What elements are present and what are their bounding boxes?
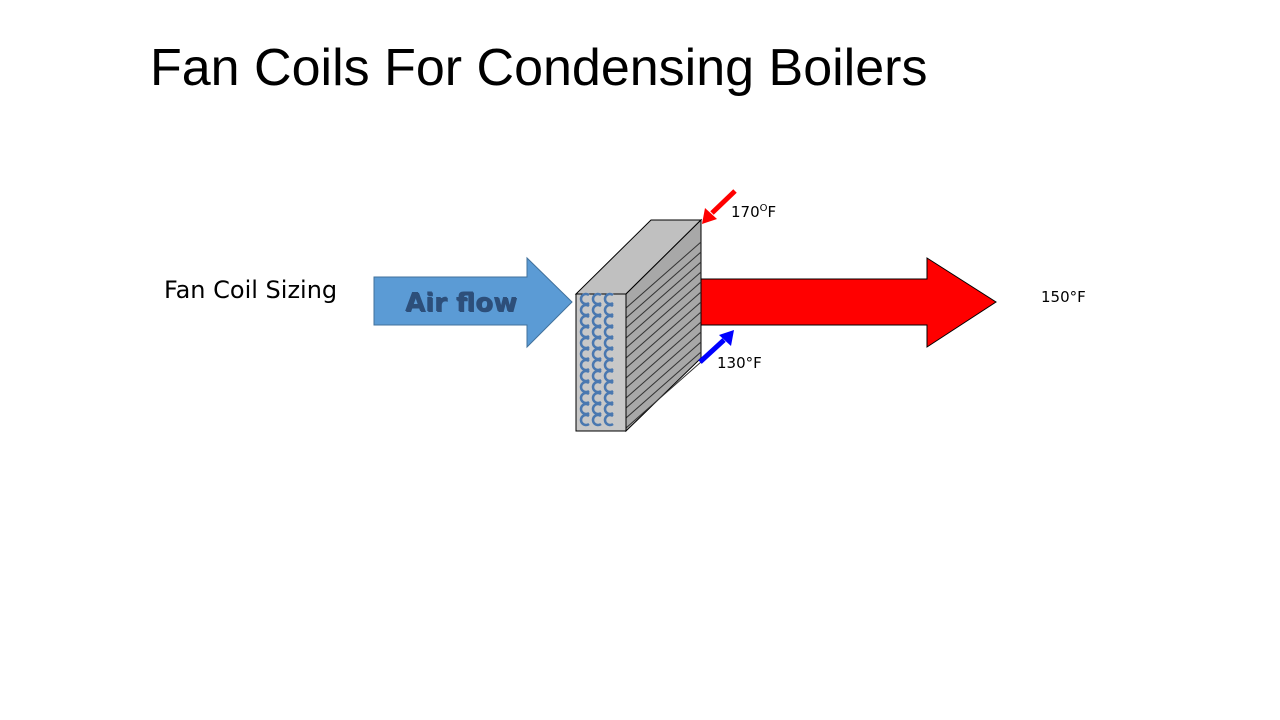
- coil-fin: [625, 311, 702, 379]
- supply-temp-value: 170: [731, 203, 760, 221]
- coil-tubes: [579, 292, 614, 427]
- supply-pipe-arrow: [702, 189, 737, 224]
- supply-temp-label: 170OF: [731, 203, 776, 221]
- coil-fin: [625, 301, 702, 369]
- airflow-label: Air flow: [405, 288, 517, 318]
- coil-fin: [625, 241, 702, 309]
- coil-tube: [591, 413, 602, 427]
- coil-fins: [625, 241, 702, 429]
- airflow-arrow: Air flow Air flow: [373, 256, 573, 349]
- supply-temp-unit: F: [767, 203, 777, 221]
- coil-fin: [625, 251, 702, 319]
- coil-fin: [625, 321, 702, 389]
- coil-tube: [603, 413, 614, 427]
- coil-fin: [625, 281, 702, 349]
- leaving-air-temp-label: 150°F: [1041, 288, 1086, 306]
- return-temp-label: 130°F: [717, 354, 762, 372]
- slide-title: Fan Coils For Condensing Boilers: [150, 39, 928, 97]
- airflow-label-shadow: Air flow: [406, 289, 518, 319]
- coil-block: [574, 218, 703, 433]
- fan-coil-sizing-label: Fan Coil Sizing: [164, 276, 338, 304]
- coil-fin: [625, 351, 702, 419]
- heated-air-arrow: [691, 257, 997, 348]
- coil-fin: [625, 331, 702, 399]
- supply-temp-sup: O: [759, 203, 768, 214]
- coil-fin: [625, 261, 702, 329]
- coil-fin: [625, 291, 702, 359]
- coil-fin: [625, 341, 702, 409]
- coil-fin: [625, 361, 702, 429]
- coil-fin: [625, 271, 702, 339]
- coil-tube: [579, 413, 590, 427]
- return-pipe-arrow: [698, 330, 734, 364]
